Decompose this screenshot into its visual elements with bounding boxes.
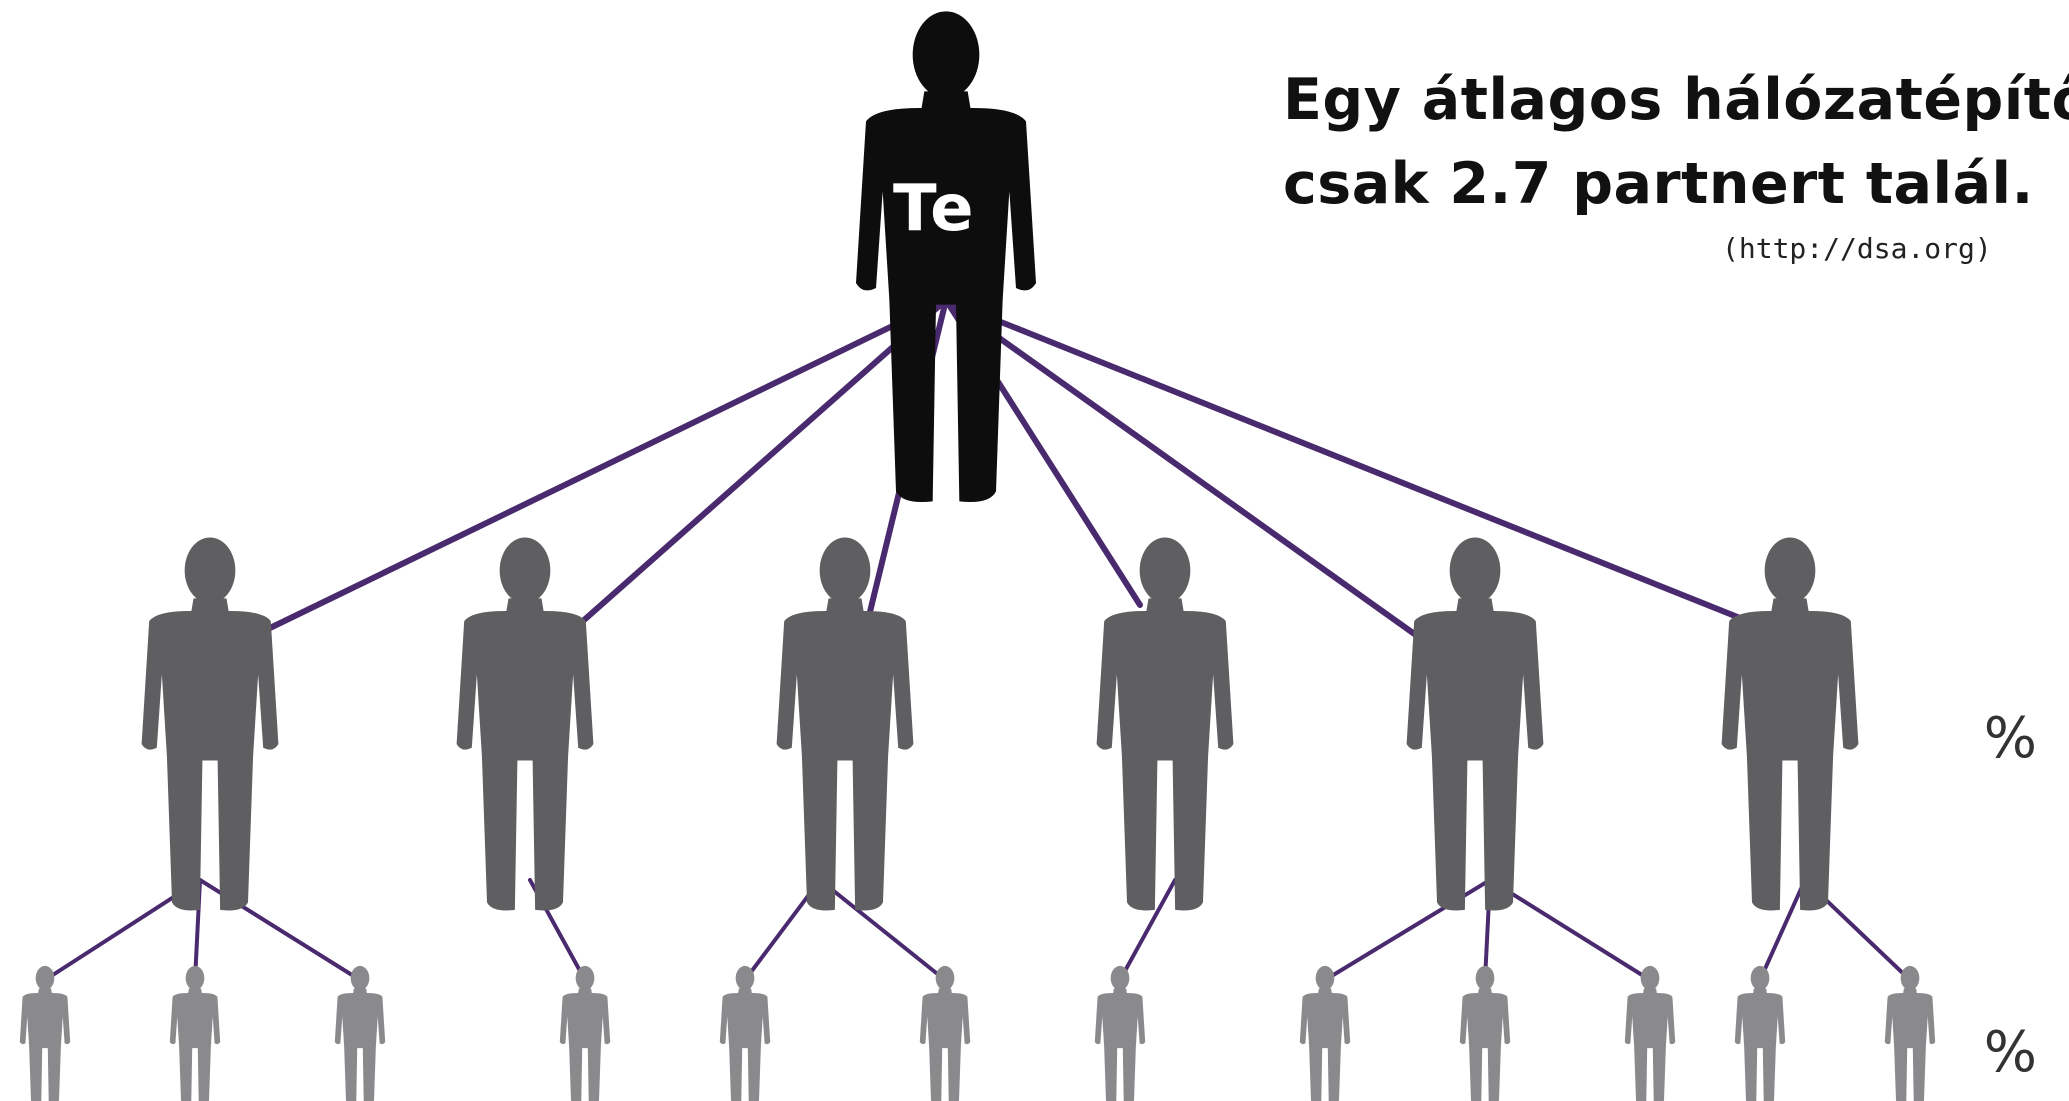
level2-person-1-2: [169, 965, 221, 1101]
source-citation: (http://dsa.org): [1722, 232, 1992, 265]
level1-person-2: [456, 537, 594, 911]
level-1-percent-marker: %: [1983, 706, 2037, 771]
level1-person-3: [776, 537, 914, 911]
connector-root-to-level1-1: [267, 297, 949, 631]
level2-person-3-2: [919, 965, 971, 1101]
headline: Egy átlagos hálózatépítő csak 2.7 partne…: [1283, 58, 2069, 226]
level1-person-4: [1096, 537, 1234, 911]
level2-person-6-2: [1884, 965, 1936, 1101]
level2-person-6-1: [1734, 965, 1786, 1101]
headline-line-2: csak 2.7 partnert talál.: [1283, 151, 2034, 217]
level1-person-5: [1406, 537, 1544, 911]
connector-level1-6-to-level2-1: [1758, 878, 1807, 982]
level-2-percent-marker: %: [1983, 1020, 2037, 1085]
level1-person-6: [1721, 537, 1859, 911]
level1-person-1: [141, 537, 279, 911]
connector-level1-4-to-level2-1: [1118, 878, 1177, 982]
level2-person-2-1: [559, 965, 611, 1101]
level2-person-1-3: [334, 965, 386, 1101]
level2-person-5-1: [1299, 965, 1351, 1101]
level2-person-4-1: [1094, 965, 1146, 1101]
connector-lines: [43, 297, 1912, 982]
connector-root-to-level1-2: [572, 297, 949, 631]
connector-level1-5-to-level2-1: [1323, 878, 1492, 982]
root-person-figure: [856, 11, 1036, 502]
root-person-label: Te: [893, 172, 976, 246]
headline-line-1: Egy átlagos hálózatépítő: [1283, 67, 2069, 133]
level2-person-5-2: [1459, 965, 1511, 1101]
connector-level1-3-to-level2-2: [818, 878, 947, 982]
connector-root-to-level1-6: [943, 297, 1748, 623]
level2-person-1-1: [19, 965, 71, 1101]
connector-root-to-level1-5: [943, 297, 1423, 641]
level2-person-3-1: [719, 965, 771, 1101]
level2-person-5-3: [1624, 965, 1676, 1101]
connector-level1-5-to-level2-3: [1488, 878, 1652, 982]
